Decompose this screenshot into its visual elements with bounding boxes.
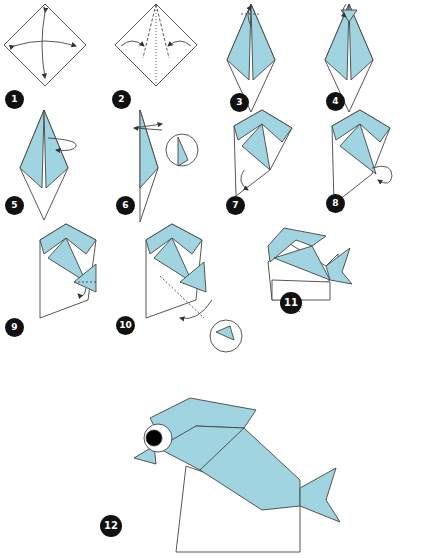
step-number: 8 <box>326 194 345 213</box>
step-number: 6 <box>116 196 135 215</box>
step-number: 4 <box>326 92 345 111</box>
step-number: 7 <box>226 196 245 215</box>
step-number: 11 <box>280 292 302 314</box>
step-number: 2 <box>112 90 131 109</box>
step-number: 10 <box>116 316 135 335</box>
step-number: 1 <box>5 90 24 109</box>
step-number: 3 <box>230 93 249 112</box>
step-number: 12 <box>100 515 122 537</box>
step-number: 9 <box>5 318 24 337</box>
step-number: 5 <box>5 196 24 215</box>
